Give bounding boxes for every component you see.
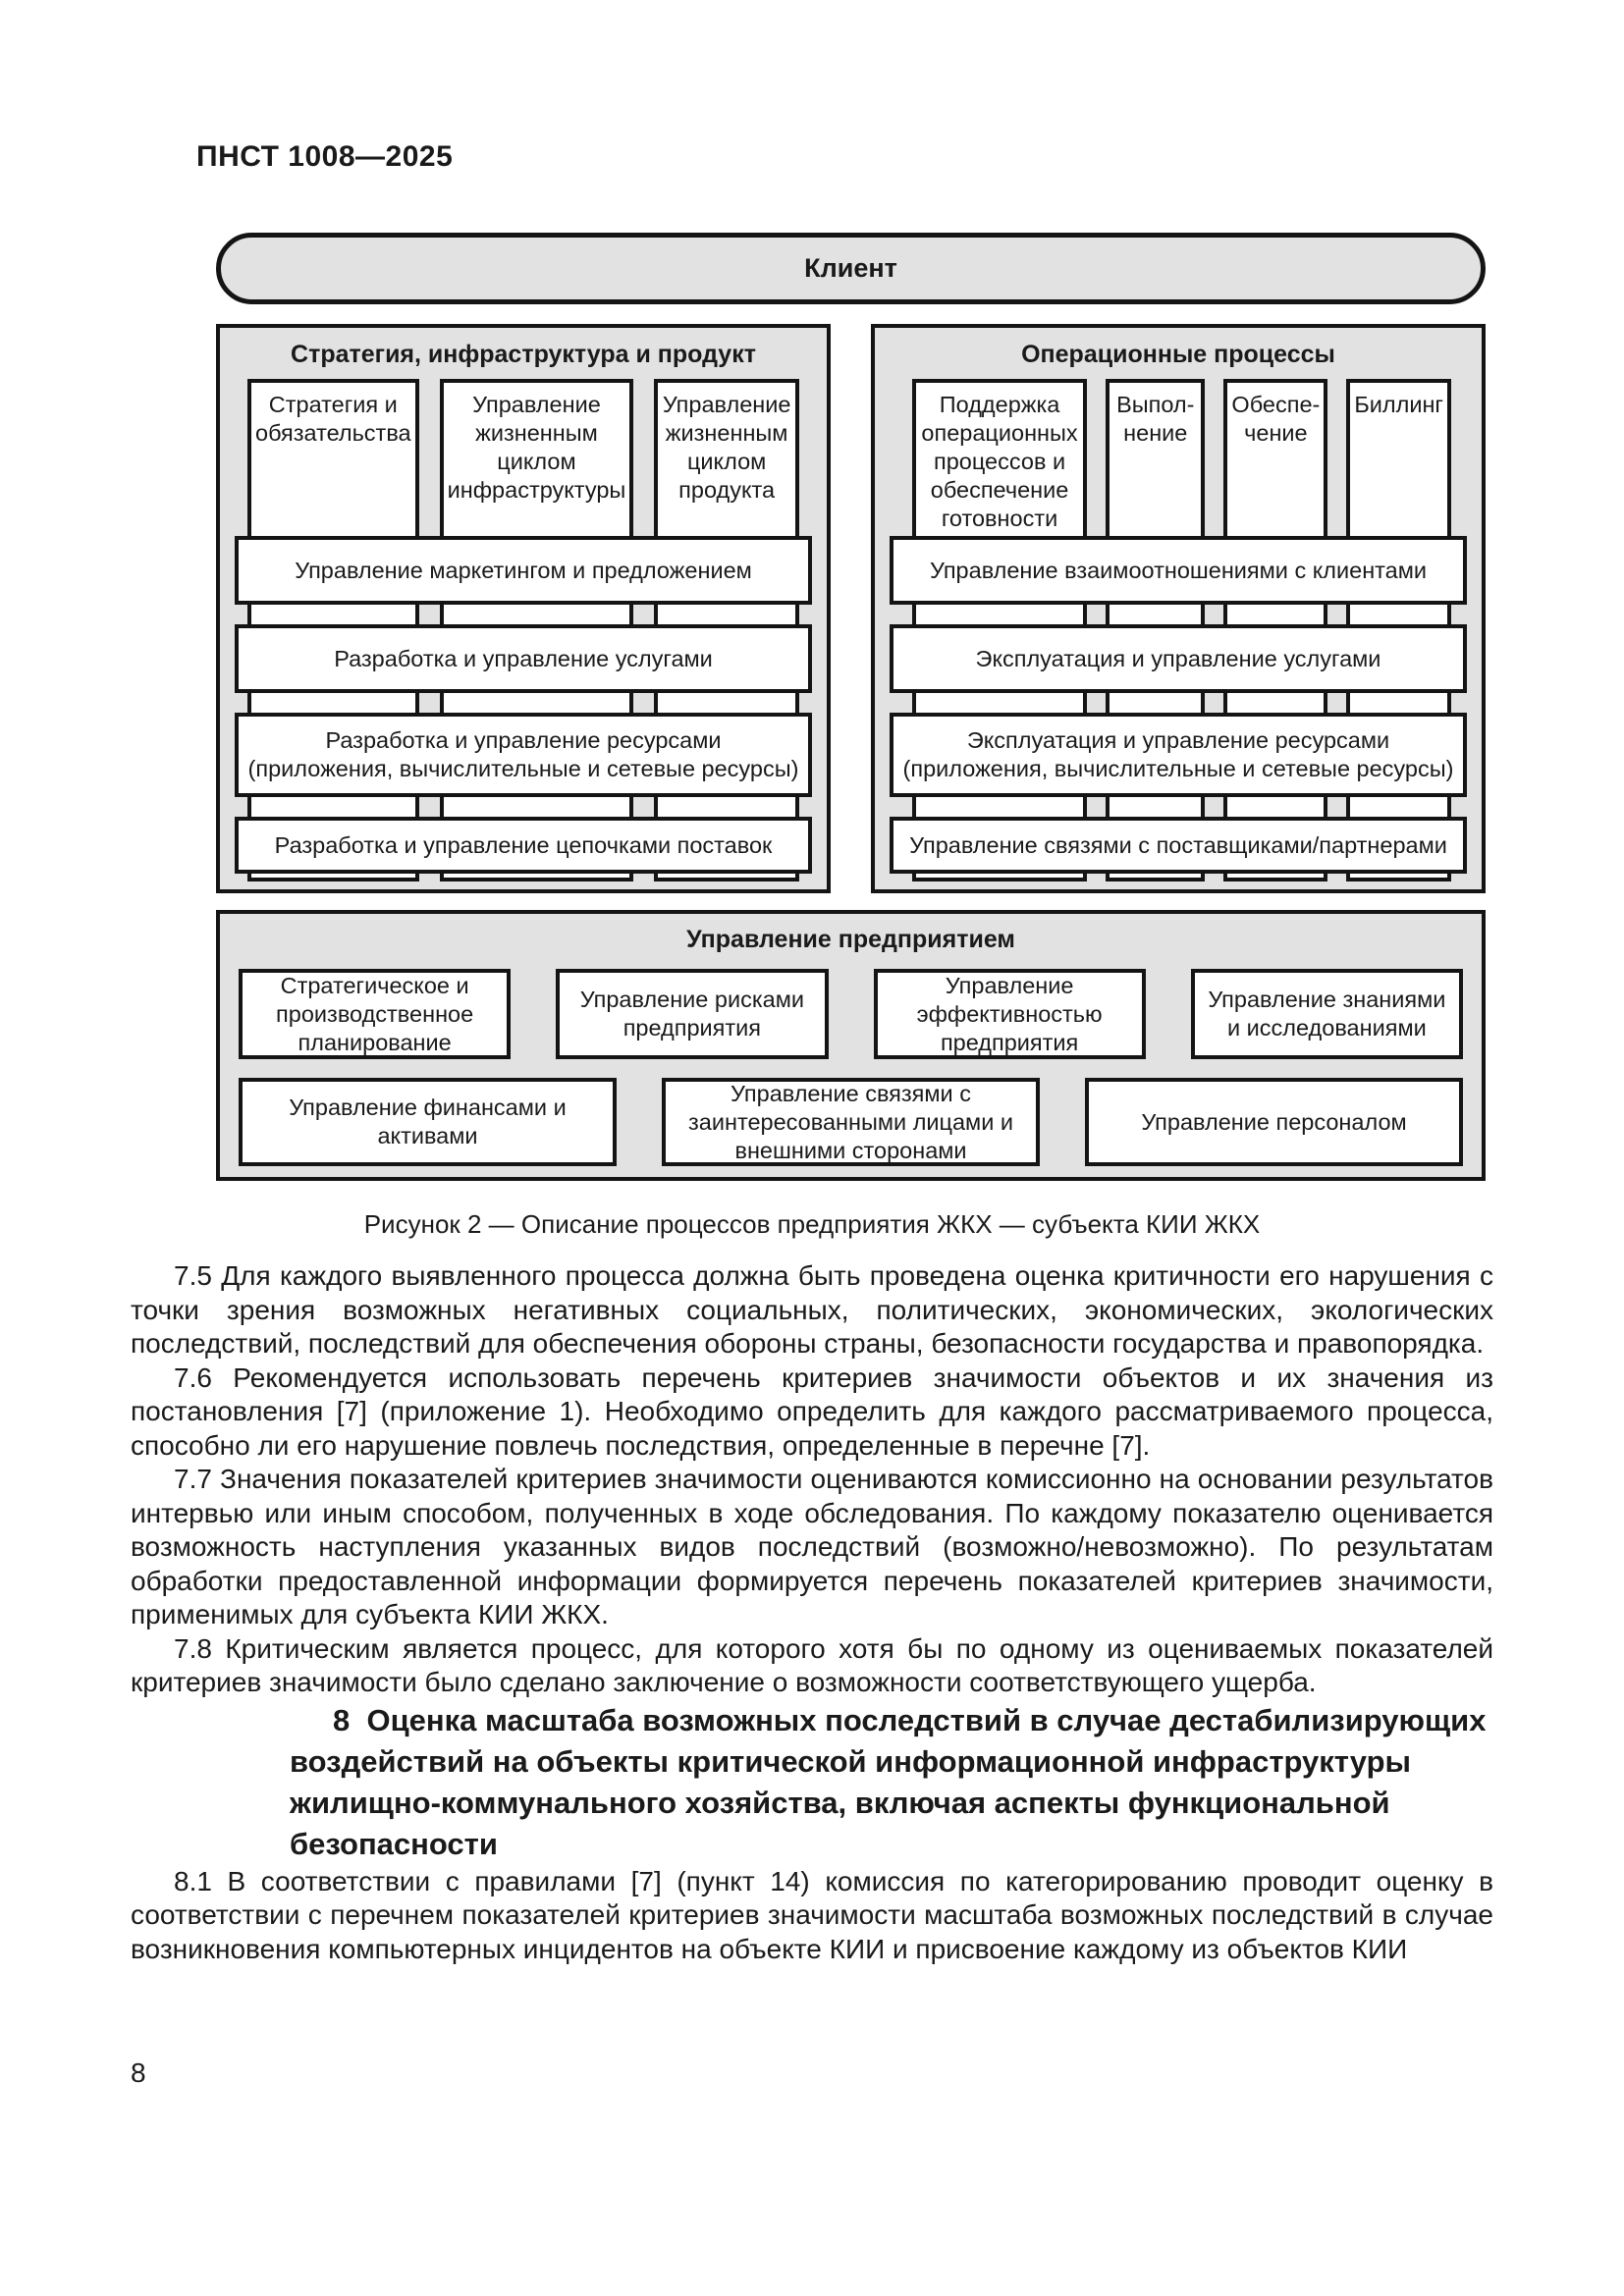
panel-title: Операционные процессы	[1021, 341, 1335, 368]
bar-customer-relationship-management: Управление взаимоотношениями с клиентами	[890, 536, 1467, 605]
paragraph-8-1: 8.1 В соответствии с правилами [7] (пунк…	[131, 1865, 1493, 1964]
panel-enterprise-management: Управление предприятием Стратегическое и…	[216, 910, 1486, 1181]
box-stakeholder-external-relations: Управление связями с заинтересованными л…	[662, 1078, 1040, 1166]
enterprise-row-2: Управление финансами и активами Управлен…	[239, 1078, 1463, 1166]
box-knowledge-research-management: Управление знаниями и исследованиями	[1190, 969, 1463, 1059]
panel-title: Стратегия, инфраструктура и продукт	[291, 341, 756, 368]
panel-strategy-infrastructure-product: Стратегия, инфраструктура и продукт Стра…	[216, 324, 831, 893]
figure-2-diagram: Клиент Стратегия, инфраструктура и проду…	[216, 233, 1486, 1181]
client-capsule: Клиент	[216, 233, 1486, 304]
body-text: 7.5 Для каждого выявленного процесса дол…	[131, 1259, 1493, 1966]
bar-service-operations: Эксплуатация и управление услугами	[890, 624, 1467, 693]
figure-caption: Рисунок 2 — Описание процессов предприят…	[363, 1209, 1261, 1239]
bar-service-development: Разработка и управление услугами	[235, 624, 812, 693]
bar-marketing-offer-management: Управление маркетингом и предложением	[235, 536, 812, 605]
page-number: 8	[131, 2057, 146, 2088]
process-panels: Стратегия, инфраструктура и продукт Стра…	[216, 324, 1486, 893]
bar-supply-chain-development: Разработка и управление цепочками постав…	[235, 817, 812, 874]
box-enterprise-performance-management: Управление эффективностью предприятия	[873, 969, 1146, 1059]
panel-title: Управление предприятием	[686, 926, 1015, 953]
client-label: Клиент	[804, 253, 897, 283]
enterprise-row-1: Стратегическое и производственное планир…	[239, 969, 1463, 1059]
paragraph-7-7: 7.7 Значения показателей критериев значи…	[131, 1464, 1493, 1629]
doc-header: ПНСТ 1008—2025	[196, 140, 454, 173]
panel-operational-processes: Операционные процессы Поддержка операцио…	[871, 324, 1486, 893]
paragraph-7-5: 7.5 Для каждого выявленного процесса дол…	[131, 1260, 1493, 1359]
box-finance-asset-management: Управление финансами и активами	[239, 1078, 617, 1166]
bar-supplier-partner-relationship: Управление связями с поставщиками/партне…	[890, 817, 1467, 874]
bar-resource-development: Разработка и управление ресурсами (прило…	[235, 713, 812, 797]
bar-resource-operations: Эксплуатация и управление ресурсами (при…	[890, 713, 1467, 797]
box-strategic-production-planning: Стратегическое и производственное планир…	[239, 969, 512, 1059]
section-8-heading: 8 Оценка масштаба возможных последствий …	[290, 1702, 1487, 1861]
box-enterprise-risk-management: Управление рисками предприятия	[556, 969, 829, 1059]
paragraph-7-8: 7.8 Критическим является процесс, для ко…	[131, 1632, 1493, 1698]
paragraph-7-6: 7.6 Рекомендуется использовать перечень …	[131, 1362, 1493, 1461]
box-hr-management: Управление персоналом	[1085, 1078, 1463, 1166]
